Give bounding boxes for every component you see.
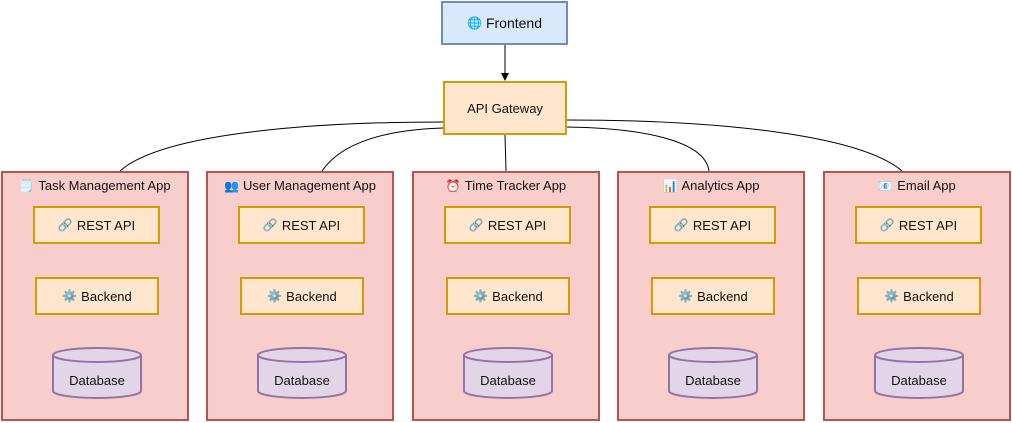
backend-label: Backend	[903, 288, 954, 304]
app-title: ⏰Time Tracker App	[414, 178, 598, 193]
users-icon: 👥	[224, 179, 239, 193]
link-icon: 🔗	[468, 218, 484, 232]
database-label: Database	[891, 373, 947, 388]
app-title-label: Analytics App	[681, 178, 760, 193]
rest-api-node: 🔗REST API	[855, 206, 982, 244]
database-label: Database	[69, 373, 125, 388]
app-title-label: User Management App	[242, 178, 376, 193]
app-container-analytics: 📊Analytics App 🔗REST API ⚙️Backend Datab…	[617, 171, 805, 421]
notepad-icon: 🗒️	[19, 179, 35, 193]
backend-label: Backend	[81, 288, 132, 304]
api-gateway-node: API Gateway	[443, 81, 567, 135]
backend-node: ⚙️Backend	[857, 277, 981, 315]
frontend-label: Frontend	[485, 15, 542, 31]
gear-icon: ⚙️	[267, 289, 283, 303]
gear-icon: ⚙️	[62, 289, 78, 303]
app-title: 👥User Management App	[208, 178, 392, 193]
backend-label: Backend	[492, 288, 543, 304]
link-icon: 🔗	[262, 218, 278, 232]
database-cylinder-icon	[52, 347, 142, 399]
gear-icon: ⚙️	[678, 289, 694, 303]
backend-label: Backend	[697, 288, 748, 304]
database-node: Database	[874, 347, 964, 399]
app-title-label: Email App	[897, 178, 956, 193]
alarm-clock-icon: ⏰	[445, 179, 461, 193]
app-title-label: Time Tracker App	[464, 178, 567, 193]
globe-icon: 🌐	[467, 16, 482, 30]
database-label: Database	[685, 373, 741, 388]
rest-api-node: 🔗REST API	[33, 206, 160, 244]
backend-node: ⚙️Backend	[651, 277, 775, 315]
frontend-node: 🌐 Frontend	[441, 1, 568, 45]
edge-gateway-app-2	[321, 127, 444, 172]
email-icon: 📧	[878, 179, 894, 193]
database-label: Database	[274, 373, 330, 388]
backend-node: ⚙️Backend	[240, 277, 364, 315]
backend-node: ⚙️Backend	[35, 277, 159, 315]
bar-chart-icon: 📊	[662, 179, 678, 193]
app-container-task-management: 🗒️Task Management App 🔗REST API ⚙️Backen…	[1, 171, 189, 421]
edge-gateway-app-1	[119, 121, 444, 172]
link-icon: 🔗	[57, 218, 73, 232]
app-container-user-management: 👥User Management App 🔗REST API ⚙️Backend…	[206, 171, 394, 421]
rest-api-label: REST API	[281, 217, 341, 233]
database-cylinder-icon	[463, 347, 553, 399]
gear-icon: ⚙️	[884, 289, 900, 303]
rest-api-label: REST API	[692, 217, 752, 233]
database-cylinder-icon	[874, 347, 964, 399]
api-gateway-label: API Gateway	[467, 100, 543, 116]
app-title: 📧Email App	[825, 178, 1009, 193]
backend-label: Backend	[286, 288, 337, 304]
database-label: Database	[480, 373, 536, 388]
database-node: Database	[257, 347, 347, 399]
link-icon: 🔗	[879, 218, 895, 232]
link-icon: 🔗	[673, 218, 689, 232]
backend-node: ⚙️Backend	[446, 277, 570, 315]
edge-gateway-app-3	[504, 134, 507, 172]
rest-api-label: REST API	[487, 217, 547, 233]
database-node: Database	[668, 347, 758, 399]
database-cylinder-icon	[668, 347, 758, 399]
database-node: Database	[463, 347, 553, 399]
edge-gateway-app-4	[566, 126, 710, 172]
rest-api-label: REST API	[76, 217, 136, 233]
rest-api-node: 🔗REST API	[444, 206, 571, 244]
database-cylinder-icon	[257, 347, 347, 399]
rest-api-node: 🔗REST API	[649, 206, 776, 244]
rest-api-label: REST API	[898, 217, 958, 233]
app-title: 📊Analytics App	[619, 178, 803, 193]
edge-gateway-app-5	[566, 119, 903, 172]
app-title: 🗒️Task Management App	[3, 178, 187, 193]
app-title-label: Task Management App	[38, 178, 171, 193]
rest-api-node: 🔗REST API	[238, 206, 365, 244]
app-container-time-tracker: ⏰Time Tracker App 🔗REST API ⚙️Backend Da…	[412, 171, 600, 421]
app-container-email: 📧Email App 🔗REST API ⚙️Backend Database	[823, 171, 1011, 421]
gear-icon: ⚙️	[473, 289, 489, 303]
database-node: Database	[52, 347, 142, 399]
